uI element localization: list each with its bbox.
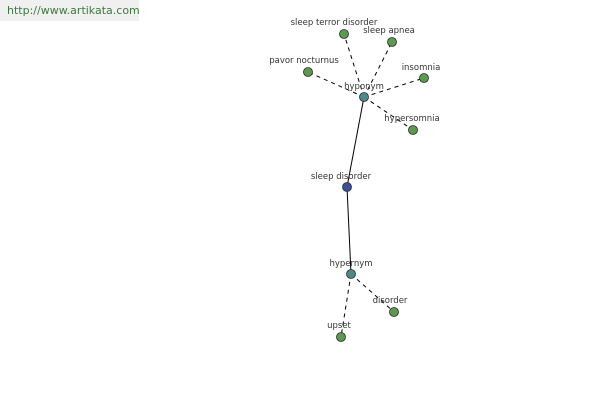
edge-sleep-disorder-to-hyponym (346, 96, 365, 188)
node-insomnia[interactable] (419, 73, 429, 83)
edges-layer (307, 33, 425, 338)
label-upset: upset (327, 321, 351, 331)
node-hyponym[interactable] (359, 92, 369, 102)
label-insomnia: insomnia (402, 63, 441, 73)
node-pavor-nocturnus[interactable] (303, 67, 313, 77)
edge-hyponym-to-pavor-nocturnus (307, 71, 365, 98)
node-hypernym[interactable] (346, 269, 356, 279)
label-disorder: disorder (373, 296, 408, 306)
edge-hyponym-to-insomnia (363, 77, 425, 98)
label-sleep-apnea: sleep apnea (363, 26, 415, 36)
label-hypersomnia: hypersomnia (384, 114, 439, 124)
node-disorder[interactable] (389, 307, 399, 317)
edge-hypernym-to-upset (340, 273, 352, 338)
label-sleep-disorder: sleep disorder (311, 172, 372, 182)
nodes-layer (303, 29, 429, 342)
node-upset[interactable] (336, 332, 346, 342)
edge-hypernym-to-disorder (350, 273, 395, 313)
watermark-url: http://www.artikata.com (0, 0, 140, 21)
labels-layer: sleep disorder hyponym hypernym sleep terro… (269, 18, 440, 331)
edge-hyponym-to-hypersomnia (363, 96, 414, 131)
label-hypernym: hypernym (329, 259, 372, 269)
node-sleep-disorder[interactable] (342, 182, 352, 192)
edge-hyponym-to-sleep-apnea (363, 41, 393, 98)
label-hyponym: hyponym (344, 82, 384, 92)
node-hypersomnia[interactable] (408, 125, 418, 135)
edge-sleep-disorder-to-hypernym (346, 186, 352, 275)
node-sleep-apnea[interactable] (387, 37, 397, 47)
label-sleep-terror-disorder: sleep terror disorder (291, 18, 378, 28)
node-sleep-terror-disorder[interactable] (339, 29, 349, 39)
edge-hyponym-to-sleep-terror-disorder (343, 33, 365, 98)
label-pavor-nocturnus: pavor nocturnus (269, 56, 339, 66)
